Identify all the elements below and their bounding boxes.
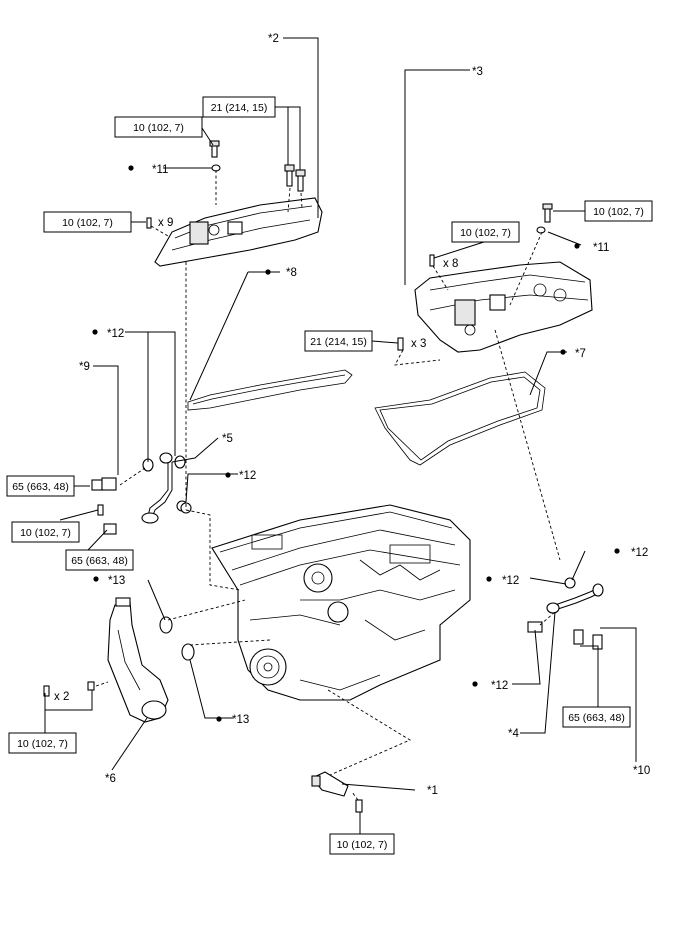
callout-5: *5 [222, 433, 233, 445]
torque-spec-label: 65 (663, 48) [12, 481, 69, 493]
callout-7: *7 [575, 348, 586, 360]
quantity-label: x 8 [443, 258, 458, 270]
torque-spec-label: 10 (102, 7) [133, 122, 184, 134]
callout-12: *12 [502, 575, 519, 587]
left-cover-gasket [187, 369, 353, 411]
right-cover-gasket [374, 371, 546, 466]
callout-11: *11 [152, 164, 168, 176]
torque-spec-label: 10 (102, 7) [337, 839, 388, 851]
bullet-markers [92, 165, 620, 722]
torque-spec-label: 21 (214, 15) [310, 336, 367, 348]
torque-spec-label: 10 (102, 7) [20, 527, 71, 539]
quantity-labels: x 9 x 8 x 3 x 2 [54, 217, 458, 703]
torque-specs: 10 (102, 7) 21 (214, 15) 10 (102, 7) 10 … [6, 96, 653, 855]
torque-spec-label: 10 (102, 7) [62, 217, 113, 229]
bolts-and-seals [43, 140, 603, 813]
callout-labels: *2 *3 *11 *11 *8 *7 *12 *9 *5 *12 *13 *1… [79, 33, 650, 797]
callout-9: *9 [79, 361, 90, 373]
water-inlet-housing [107, 597, 169, 723]
callout-4: *4 [508, 728, 519, 740]
engine-assembly [211, 504, 471, 701]
water-bypass-pipe-left [141, 452, 173, 524]
callout-12: *12 [239, 470, 256, 482]
callout-12: *12 [631, 547, 648, 559]
torque-spec-label: 10 (102, 7) [460, 227, 511, 239]
right-cylinder-head-cover [414, 261, 593, 353]
torque-spec-label: 65 (663, 48) [568, 712, 625, 724]
callout-2: *2 [268, 33, 279, 45]
torque-spec-label: 21 (214, 15) [211, 102, 268, 114]
callout-12: *12 [107, 328, 124, 340]
callout-13: *13 [108, 575, 125, 587]
callout-6: *6 [105, 773, 116, 785]
torque-spec-label: 65 (663, 48) [71, 555, 128, 567]
callout-11: *11 [593, 242, 609, 254]
callout-1: *1 [427, 785, 438, 797]
torque-spec-label: 10 (102, 7) [17, 738, 68, 750]
callout-3: *3 [472, 66, 483, 78]
quantity-label: x 3 [411, 338, 426, 350]
callout-12: *12 [491, 680, 508, 692]
left-cylinder-head-cover [154, 197, 323, 267]
leader-lines [44, 37, 637, 836]
assembly-lines [95, 170, 561, 801]
callout-8: *8 [286, 267, 297, 279]
water-bypass-pipe-right [546, 583, 604, 614]
callout-13: *13 [232, 714, 249, 726]
quantity-label: x 2 [54, 691, 69, 703]
torque-spec-label: 10 (102, 7) [593, 206, 644, 218]
callout-10: *10 [633, 765, 650, 777]
water-temperature-sensor [311, 771, 349, 797]
quantity-label: x 9 [158, 217, 173, 229]
